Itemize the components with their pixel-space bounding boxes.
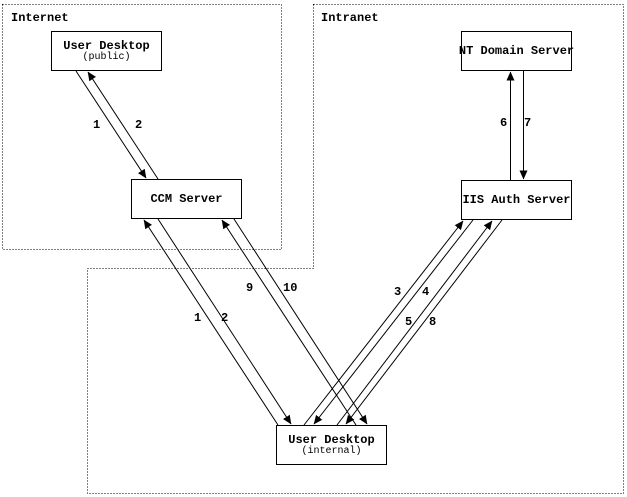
- internet-zone-border: [2, 4, 282, 250]
- node-title: CCM Server: [150, 191, 223, 206]
- node-user-desktop-internal: User Desktop (internal): [276, 425, 387, 465]
- arrow-2-ccm-to-public-desktop: [87, 71, 159, 180]
- arrow-label-8: 8: [429, 315, 437, 329]
- intranet-zone-border: [87, 4, 624, 494]
- node-title: User Desktop: [63, 38, 150, 53]
- node-nt-domain-server: NT Domain Server: [458, 31, 575, 71]
- node-ccm-server: CCM Server: [131, 179, 242, 219]
- arrow-4-iis-to-internal-desktop: [313, 219, 474, 425]
- arrow-label-10: 10: [283, 281, 298, 295]
- arrow-1-public-desktop-to-ccm: [75, 70, 147, 179]
- arrow-label-2-public: 2: [135, 118, 143, 132]
- node-title: User Desktop: [288, 432, 375, 447]
- arrow-label-9: 9: [246, 281, 254, 295]
- node-iis-auth-server: IIS Auth Server: [461, 180, 572, 220]
- internet-zone-label: Internet: [11, 11, 69, 25]
- arrow-2-ccm-to-internal-desktop: [157, 218, 292, 425]
- arrow-label-6: 6: [500, 116, 508, 130]
- node-title: IIS Auth Server: [462, 192, 571, 207]
- node-user-desktop-public: User Desktop (public): [51, 31, 162, 71]
- intranet-zone-label: Intranet: [321, 11, 379, 25]
- arrow-1-internal-desktop-to-ccm: [143, 219, 279, 426]
- arrow-label-2-internal: 2: [221, 311, 229, 325]
- arrow-label-1-internal: 1: [194, 311, 202, 325]
- arrow-label-3: 3: [394, 285, 402, 299]
- arrow-label-5: 5: [405, 315, 413, 329]
- arrow-9-internal-desktop-to-ccm: [221, 219, 357, 426]
- arrow-10-ccm-to-internal-desktop: [233, 218, 368, 425]
- arrow-label-7: 7: [524, 116, 532, 130]
- arrow-3-internal-desktop-to-iis: [303, 220, 464, 426]
- arrow-label-4: 4: [422, 285, 430, 299]
- arrow-8-iis-to-internal-desktop: [345, 219, 503, 425]
- arrow-label-1-public: 1: [93, 118, 101, 132]
- node-subtitle: (internal): [301, 445, 362, 457]
- node-subtitle: (public): [82, 51, 131, 63]
- node-title: NT Domain Server: [458, 43, 575, 58]
- arrow-5-internal-desktop-to-iis: [336, 220, 493, 426]
